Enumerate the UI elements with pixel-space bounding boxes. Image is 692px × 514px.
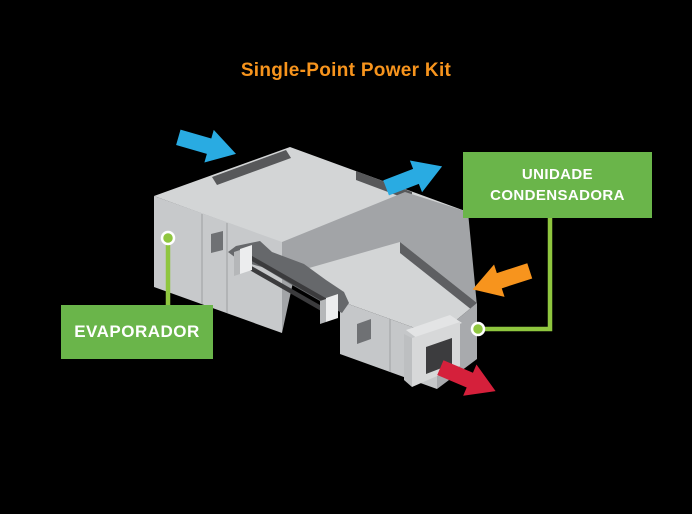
refrigerant-pipe xyxy=(249,256,337,308)
label-evaporador: EVAPORADOR xyxy=(61,305,213,359)
duct-flange-right-icon xyxy=(356,171,412,201)
pipe-bracket-side xyxy=(320,299,326,324)
condenser-intake-arrow-icon xyxy=(472,263,533,297)
evaporator-front-panel xyxy=(154,196,282,333)
evaporator-callout-dot xyxy=(160,230,176,246)
condenser-intake-flange-icon xyxy=(400,242,477,314)
label-line: CONDENSADORA xyxy=(490,187,625,204)
pipe-bracket-side xyxy=(234,250,240,276)
outlet-side-lip xyxy=(404,334,412,387)
evaporator-callout xyxy=(160,230,176,306)
condenser-roof xyxy=(295,242,477,336)
evaporator-access-panel xyxy=(211,231,223,253)
outlet-top-face xyxy=(406,315,462,339)
label-line: EVAPORADOR xyxy=(74,322,200,341)
airflow-return-arrow-icon xyxy=(176,129,236,163)
airflow-supply-arrow-icon xyxy=(383,160,443,196)
pipe-bracket xyxy=(326,294,338,322)
refrigerant-pipe xyxy=(245,264,333,316)
duct-flange-left-icon xyxy=(212,150,291,185)
pipe-bracket xyxy=(240,245,252,274)
condenser-callout-line xyxy=(481,218,553,332)
refrigerant-lines-graphic xyxy=(228,241,349,324)
page-title: Single-Point Power Kit xyxy=(240,60,452,81)
condenser-exhaust-arrow-icon xyxy=(437,360,496,396)
condenser-callout-dot xyxy=(470,321,486,337)
airflow-arrows xyxy=(176,129,533,396)
condenser-access-panel xyxy=(357,319,371,344)
label-unidade-condensadora: UNIDADE CONDENSADORA xyxy=(463,152,652,218)
label-line: UNIDADE xyxy=(521,166,594,183)
condenser-callout xyxy=(470,218,553,337)
